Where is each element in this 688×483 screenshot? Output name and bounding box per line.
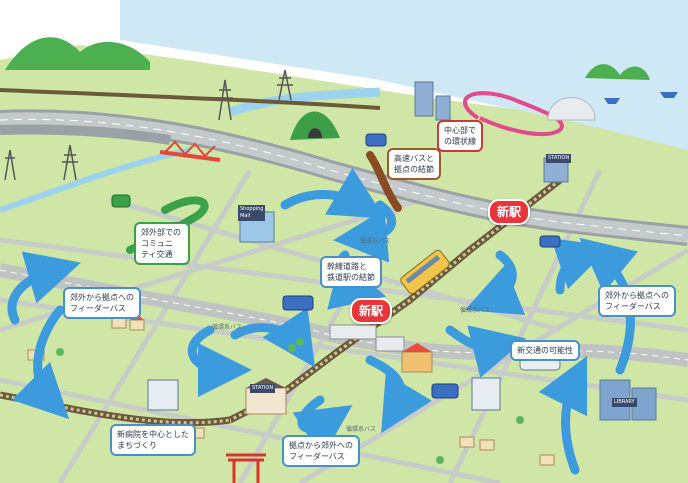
sign-station-south: STATION [250,384,276,393]
label-loop: 中心部で の環状線 [437,120,483,152]
tunnel-hill [290,111,340,140]
sign-shopping: Shopping Mall [238,205,266,221]
label-highway-bus: 高速バスと 拠点の結節 [387,148,441,180]
label-new-transport: 新交通の可能性 [510,340,580,361]
torii-gate [226,453,266,483]
label-hospital: 新病院を中心とした まちづくり [110,424,196,456]
label-feeder-right: 郊外から拠点への フィーダーバス [598,285,676,317]
label-feeder-left: 郊外から拠点への フィーダーバス [63,287,141,319]
dome [547,97,596,121]
label-community: 郊外部での コミュニ ティ交通 [134,222,190,265]
bus-route-text-3: 循環系バス [460,307,491,314]
coast-railway [0,88,381,110]
bus-route-text-1: 循環系バス [360,238,391,245]
loop-line [463,91,564,137]
label-road-rail: 幹線道路と 鉄道駅の結節 [320,256,382,288]
highway-line [0,118,688,237]
tunnel-entrance [308,128,322,138]
river [228,87,381,117]
buildings-downtown [147,81,657,421]
sign-station-north: STATION [546,154,572,163]
hills-left [5,37,150,70]
sign-library: LIBRARY [612,398,637,407]
station-platform-2 [375,336,405,352]
bus-route-text-2: 循環系バス [212,324,243,331]
ships [604,92,678,104]
station-pin-central[interactable]: 新駅 [350,298,392,324]
highway-bus-arrow [366,151,402,212]
pylons [4,69,293,181]
river-branch [0,147,191,213]
station-platform [329,324,377,340]
main-road-line [0,269,688,361]
highway-ramp [0,124,171,145]
buses [111,133,561,399]
islands [585,64,650,80]
bus-route-text-4: 循環系バス [346,426,377,433]
label-feeder-bottom: 拠点から郊外への フィーダーバス [282,435,360,467]
station-pin-north[interactable]: 新駅 [488,199,530,225]
red-bridge [159,140,221,162]
train [400,249,450,295]
